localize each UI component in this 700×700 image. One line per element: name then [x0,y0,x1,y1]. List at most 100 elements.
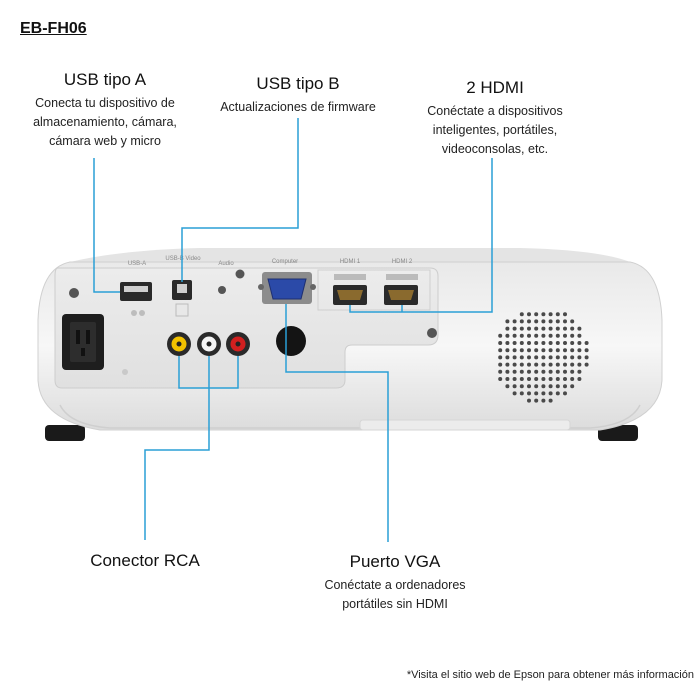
leader-usb-b [181,118,299,282]
grille-hole [519,312,524,317]
grille-hole [548,348,553,353]
callout-usb-a-line-2: almacenamiento, cámara, [33,115,177,129]
grille-hole [527,312,531,317]
grille-hole [570,333,575,338]
callout-usb-b-title: USB tipo B [256,74,340,93]
grille-hole [563,333,567,338]
grille-hole [563,391,567,396]
grille-hole [498,333,503,338]
grille-hole [534,319,539,324]
grille-hole [519,369,524,374]
callout-vga-line-1: Conéctate a ordenadores [324,578,466,592]
grille-hole [505,384,510,389]
grille-hole [541,377,546,381]
grille-hole [563,312,567,317]
grille-hole [527,326,531,331]
callout-usb-b-line-1: Actualizaciones de firmware [220,100,376,114]
grille-hole [498,348,503,353]
grille-hole [534,362,539,367]
grille-hole [548,312,553,317]
grille-hole [541,319,546,324]
grille-hole [512,391,517,396]
grille-hole [534,377,539,381]
callout-hdmi-line-2: inteligentes, portátiles, [432,123,558,137]
screw [235,269,245,279]
grille-hole [519,319,524,324]
grille-hole [498,362,503,367]
screw [427,328,437,338]
grille-hole [584,355,589,360]
grille-hole [527,391,531,396]
callout-usb-a-title: USB tipo A [63,70,147,89]
grille-hole [541,341,546,345]
grille-hole [519,348,524,353]
grille-hole [555,333,560,338]
grille-hole [505,362,510,367]
leader-lines [93,118,493,542]
grille-hole [548,398,553,403]
grille-hole [548,341,553,345]
grille-hole [527,377,531,381]
label-usb-b-video: USB-B Video [165,256,201,262]
projector-foot-right [598,425,638,441]
grille-hole [548,326,553,331]
label-computer: Computer [272,259,298,265]
grille-hole [563,348,567,353]
grille-hole [548,377,553,381]
callout-rca-title: Conector RCA [90,551,200,570]
grille-hole [555,319,560,324]
grille-hole [534,348,539,353]
grille-hole [512,355,517,360]
grille-hole [519,362,524,367]
grille-hole [541,391,546,396]
grille-hole [527,341,531,345]
projector-top [70,248,630,262]
leader-hdmi [349,158,493,313]
grille-hole [541,384,546,389]
label-hdmi2: HDMI 2 [392,259,413,265]
grille-hole [519,326,524,331]
grille-hole [555,312,560,317]
grille-hole [505,319,510,324]
grille-hole [512,377,517,381]
grille-hole [563,362,567,367]
grille-hole [527,384,531,389]
grille-hole [563,341,567,345]
grille-hole [570,362,575,367]
grille-hole [570,341,575,345]
grille-hole [577,355,582,360]
grille-hole [541,398,546,403]
grille-hole [541,355,546,360]
callout-hdmi-line-1: Conéctate a dispositivos [427,104,563,118]
grille-hole [498,341,503,345]
grille-hole [512,319,517,324]
callout-usb-a-line-1: Conecta tu dispositivo de [35,96,175,110]
grille-hole [555,369,560,374]
grille-hole [548,333,553,338]
grille-hole [541,326,546,331]
callout-rca: Conector RCA [70,551,220,571]
label-hdmi1: HDMI 1 [340,259,361,265]
grille-hole [541,362,546,367]
grille-hole [563,377,567,381]
grille-hole [534,398,539,403]
grille-hole [555,348,560,353]
grille-hole [548,384,553,389]
grille-hole [534,355,539,360]
grille-hole [505,333,510,338]
grille-hole [570,384,575,389]
grille-hole [541,369,546,374]
grille-hole [505,326,510,331]
audio-jack [218,286,226,294]
grille-hole [548,319,553,324]
grille-hole [505,369,510,374]
callout-vga-title: Puerto VGA [349,552,441,571]
grille-hole [527,362,531,367]
grille-hole [519,333,524,338]
grille-hole [512,348,517,353]
callout-hdmi: 2 HDMI Conéctate a dispositivos intelige… [395,78,595,159]
grille-hole [548,391,553,396]
grille-hole [527,333,531,338]
grille-hole [541,312,546,317]
